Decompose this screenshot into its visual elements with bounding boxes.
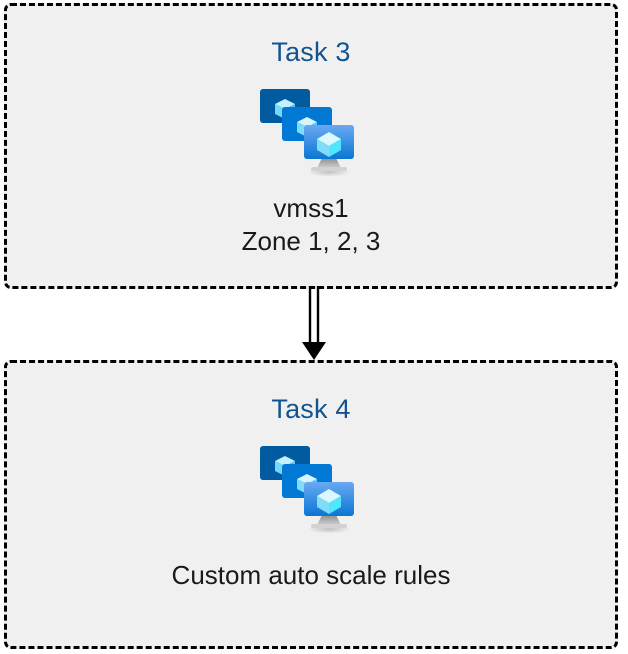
task-node-task3[interactable]: Task 3 <box>4 3 618 289</box>
vm-scale-set-icon <box>260 446 354 534</box>
task4-caption: Custom auto scale rules <box>171 560 451 590</box>
task3-title: Task 3 <box>271 37 351 67</box>
vm-scale-set-icon <box>260 89 354 177</box>
task-node-task4[interactable]: Task 4 <box>4 360 618 649</box>
arrowhead-icon <box>302 342 326 360</box>
task4-title: Task 4 <box>271 394 351 424</box>
task3-caption: vmss1 Zone 1, 2, 3 <box>241 193 381 256</box>
connector-task3-to-task4 <box>302 286 326 360</box>
